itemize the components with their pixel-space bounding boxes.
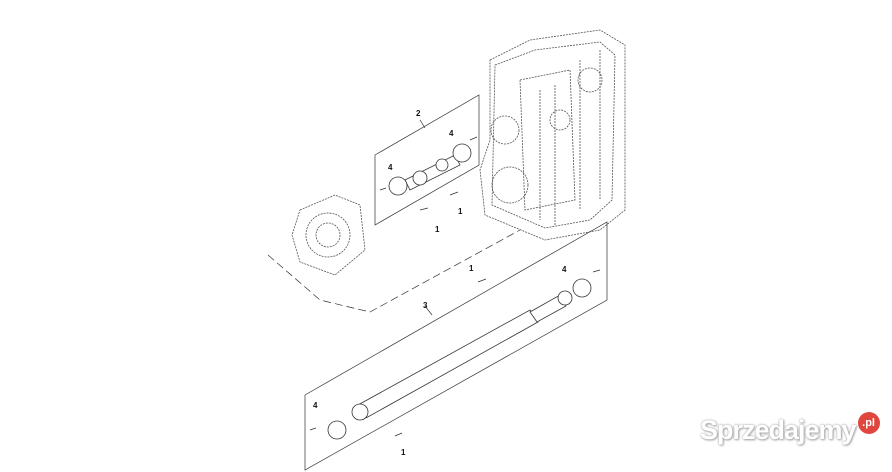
- motor: [291, 194, 366, 276]
- callout-4: 4: [388, 163, 393, 172]
- leader-lines: [267, 94, 608, 471]
- upper-driveshaft: [379, 136, 478, 211]
- callout-1: 1: [469, 264, 474, 273]
- callout-1: 1: [458, 207, 463, 216]
- watermark-logo: Sprzedajemy: [700, 415, 857, 445]
- callout-labels: 2 4 4 1 1 1 3 4 4 1: [313, 109, 567, 457]
- main-driveshaft: [309, 269, 601, 440]
- transmission-housing: [479, 29, 626, 241]
- callout-3: 3: [423, 301, 428, 310]
- watermark: Sprzedajemy .pl: [700, 412, 880, 446]
- callout-1: 1: [435, 225, 440, 234]
- callout-4: 4: [562, 265, 567, 274]
- callout-4: 4: [313, 401, 318, 410]
- callout-2: 2: [416, 109, 421, 118]
- watermark-badge: .pl: [857, 412, 880, 434]
- callout-1: 1: [401, 448, 406, 457]
- callout-4: 4: [449, 129, 454, 138]
